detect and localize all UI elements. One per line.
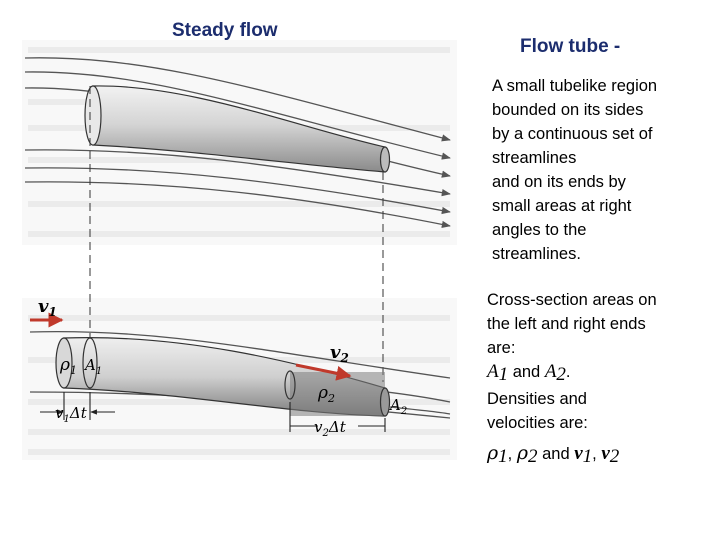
label-v1: v1: [38, 296, 57, 319]
label-v1dt: v1Δt: [55, 404, 88, 425]
v1-sub: 1: [582, 446, 593, 467]
tube-bottom-right-end: [379, 387, 391, 417]
v2-sub: 2: [609, 446, 620, 467]
areas-and: and: [508, 363, 545, 381]
label-a1: A1: [83, 356, 102, 377]
tube-bottom-left-slice: [82, 337, 98, 389]
and-2: and: [537, 445, 575, 463]
tube-top-left-end: [84, 85, 102, 146]
label-v2dt: v2Δt: [314, 418, 347, 439]
cross-line-1: Cross-section areas on: [487, 291, 657, 309]
areas-line: A1 and A2.: [487, 360, 712, 387]
steady-flow-title: Steady flow: [172, 20, 278, 41]
cross-line-3: are:: [487, 339, 516, 357]
areas-period: .: [565, 363, 571, 381]
area-a1-symbol: A: [487, 361, 499, 382]
velocity-arrow-v2: [295, 363, 352, 381]
v2-symbol: v: [601, 443, 610, 464]
cross-line-6: velocities are:: [487, 414, 588, 432]
sep-2: ,: [592, 445, 602, 463]
rho2-symbol: ρ: [516, 442, 529, 464]
quantities-line: ρ1, ρ2 and v1, v2: [487, 441, 712, 469]
tube-bottom-left-end: [55, 337, 73, 389]
sep-1: ,: [507, 445, 517, 463]
label-v2: v2: [330, 342, 349, 365]
flow-tube-definition: A small tubelike region bounded on its s…: [492, 77, 658, 263]
dimension-v2dt: [289, 402, 386, 432]
dashed-guides: [89, 86, 384, 382]
rho2-sub: 2: [528, 446, 538, 467]
rho1-sub: 1: [498, 446, 508, 467]
rho1-symbol: ρ: [487, 442, 499, 464]
tube-bottom-right-slice: [284, 370, 296, 400]
area-a1-sub: 1: [498, 364, 509, 385]
v1-symbol: v: [574, 443, 583, 464]
tube-top-right-end: [379, 146, 391, 173]
dimension-v1dt: [40, 392, 115, 420]
cross-line-5: Densities and: [487, 390, 587, 408]
flow-tube-top: [84, 85, 391, 173]
cross-line-2: the left and right ends: [487, 315, 646, 333]
area-a2-symbol: A: [544, 361, 557, 382]
label-rho2: ρ2: [317, 383, 335, 405]
area-a2-sub: 2: [556, 364, 566, 385]
flow-tube-title: Flow tube -: [520, 36, 621, 57]
cross-section-text: Cross-section areas on the left and righ…: [487, 288, 712, 469]
label-rho1: ρ1: [59, 355, 77, 377]
label-a2: A2: [388, 396, 407, 417]
